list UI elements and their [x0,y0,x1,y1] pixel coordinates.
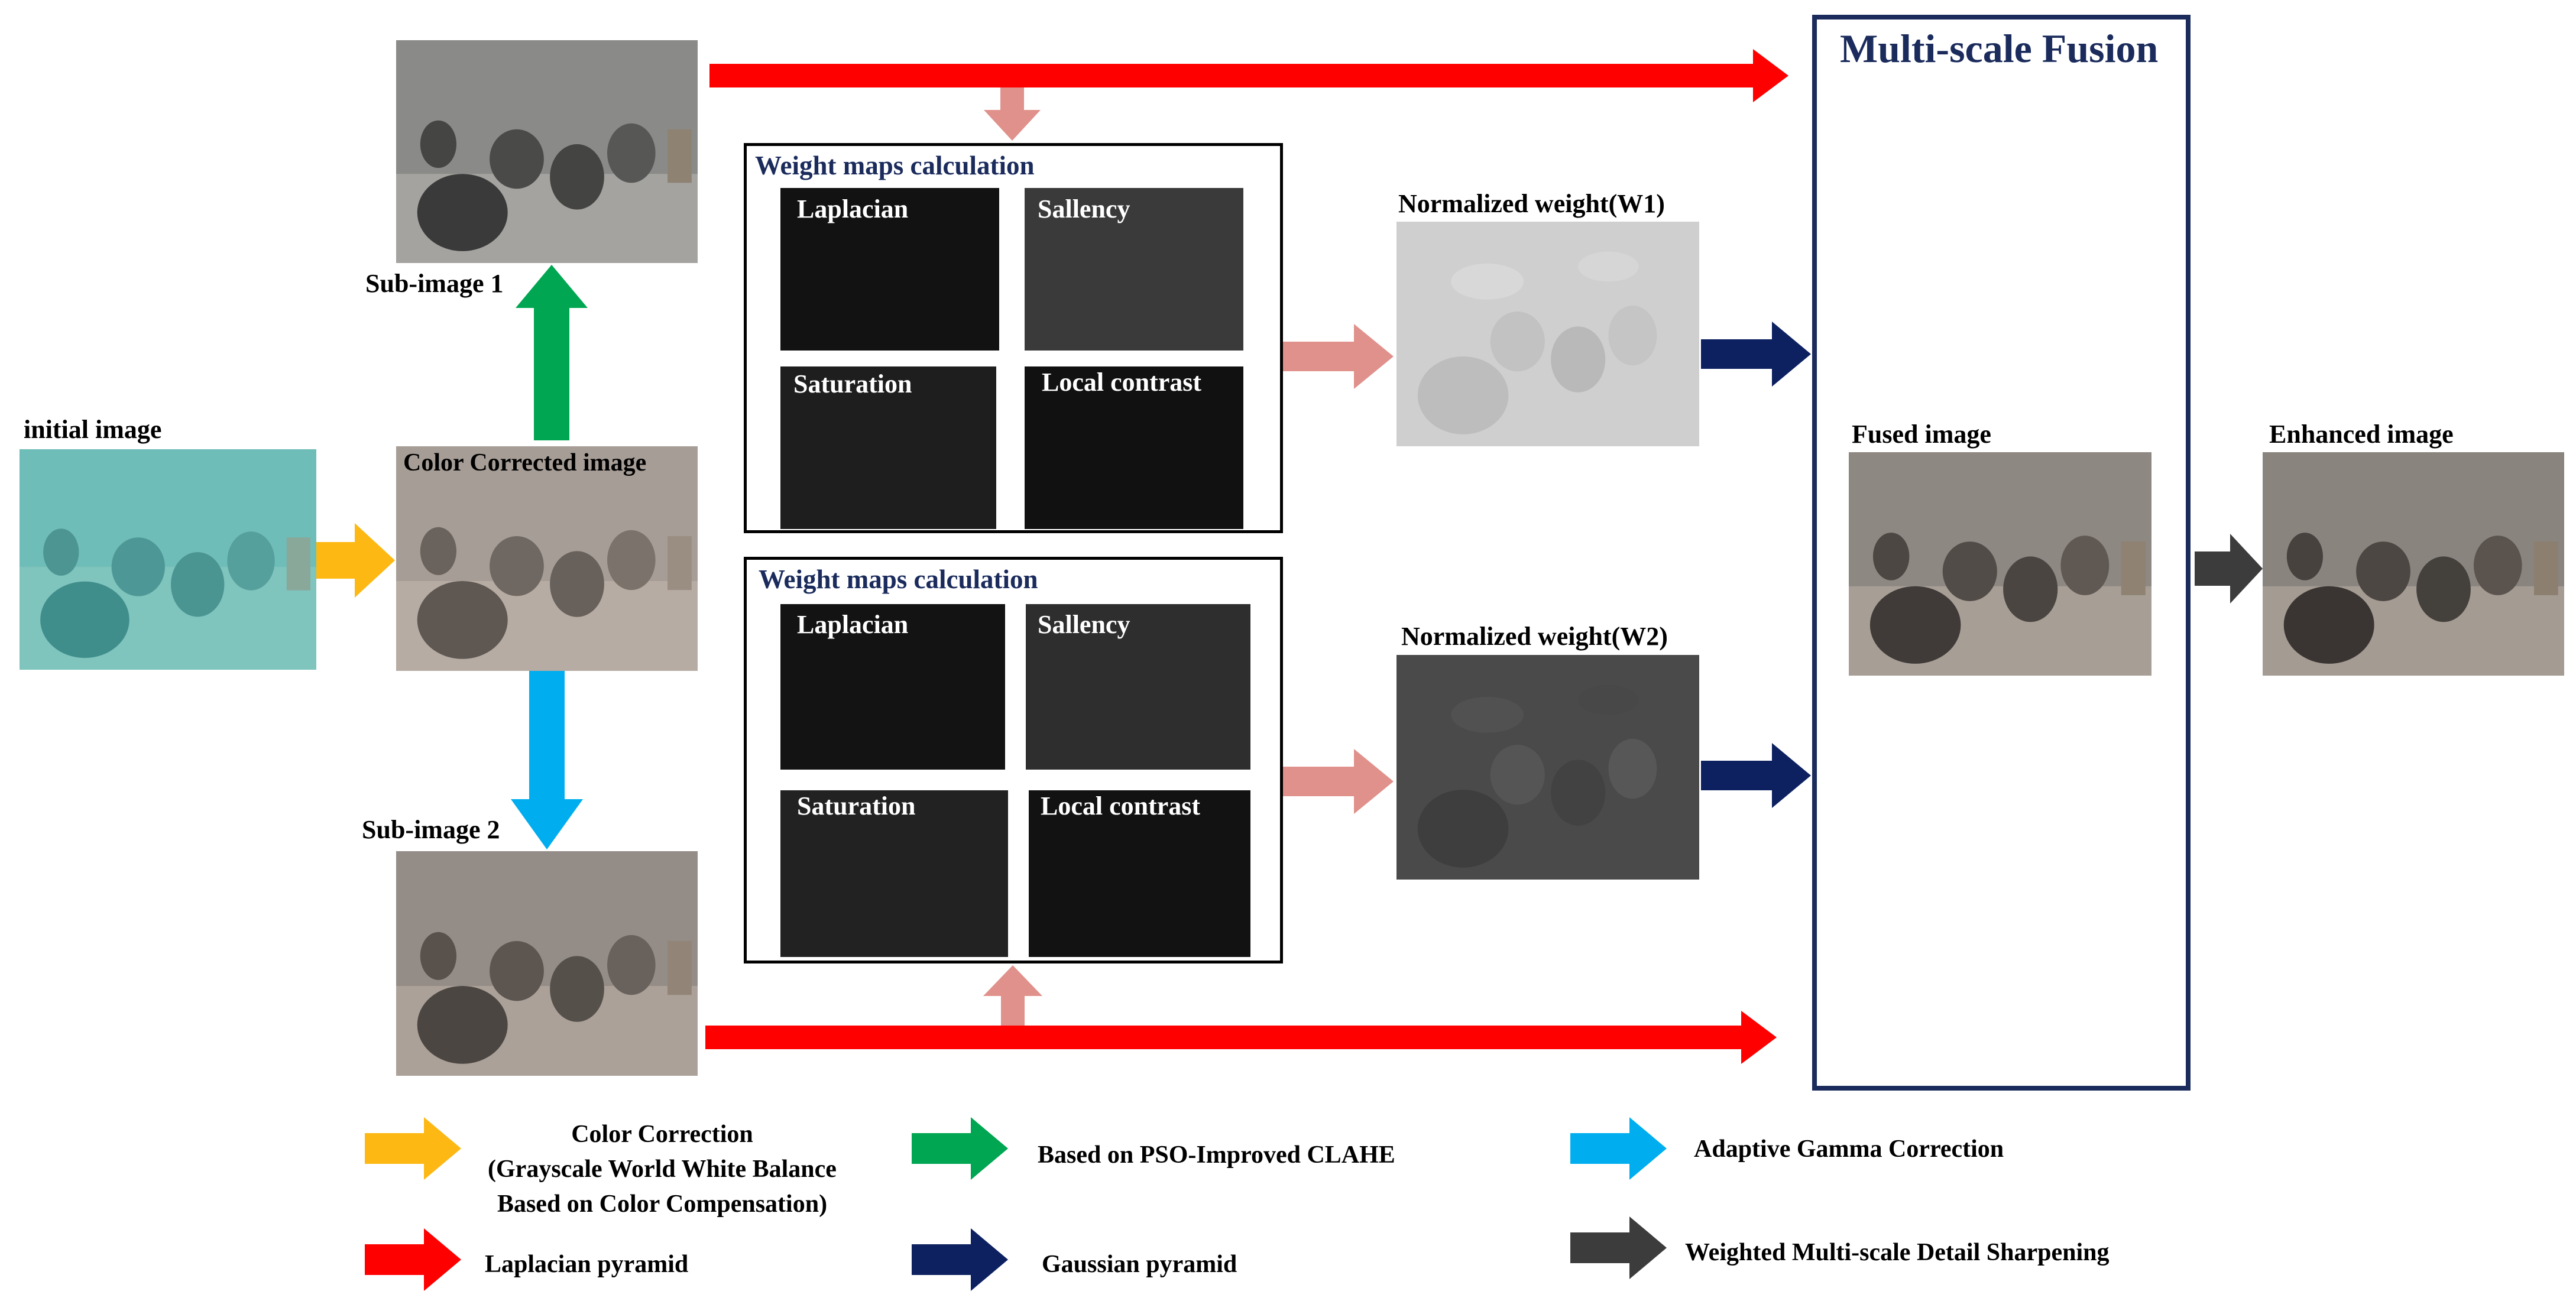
normalized-weight-w2-label: Normalized weight(W2) [1401,622,1668,651]
local-contrast-map-2 [1029,790,1250,957]
sub-image-1-label: Sub-image 1 [365,269,504,298]
legend-color-correction: Color Correction (Grayscale World White … [467,1117,857,1221]
legend-gray-arrow [1570,1216,1667,1279]
laplacian-label-2: Laplacian [797,610,909,639]
red-arrow-bottom [705,1011,1777,1064]
laplacian-label-1: Laplacian [797,194,909,223]
laplacian-map-2 [780,604,1005,770]
pink-arrow-w2 [1283,749,1394,814]
legend-clahe: Based on PSO-Improved CLAHE [1038,1141,1395,1169]
saliency-map-2 [1026,604,1250,770]
saliency-map-1 [1025,188,1243,351]
sub-image-1 [396,40,698,263]
enhanced-image [2263,452,2564,676]
legend-red-arrow [365,1228,461,1291]
normalized-weight-w1-image [1396,222,1699,446]
pink-arrow-down [984,87,1041,141]
weight-maps-title-1: Weight maps calculation [755,151,1035,180]
local-contrast-label-1: Local contrast [1042,368,1202,397]
gray-arrow-output [2195,534,2263,604]
laplacian-map-1 [780,188,999,351]
color-corrected-label: Color Corrected image [403,449,647,476]
legend-yellow-arrow [365,1117,461,1180]
local-contrast-label-2: Local contrast [1041,791,1201,820]
legend-gamma: Adaptive Gamma Correction [1694,1135,2004,1163]
saliency-label-2: Sallency [1038,610,1130,639]
legend-green-arrow [912,1117,1008,1180]
legend-color-correction-line-1: Color Correction [571,1121,753,1148]
sub-image-2 [396,851,698,1076]
legend-color-correction-line-3: Based on Color Compensation) [497,1190,828,1218]
saturation-map-2 [780,790,1008,957]
legend-gaussian-pyramid: Gaussian pyramid [1042,1251,1237,1278]
pink-arrow-w1 [1283,324,1394,389]
initial-image-label: initial image [24,415,162,444]
enhanced-image-label: Enhanced image [2269,420,2454,449]
blue-arrow [511,671,583,849]
local-contrast-map-1 [1025,366,1243,529]
normalized-weight-w2-image [1396,655,1699,880]
red-arrow-top [709,49,1788,102]
yellow-arrow [316,523,395,598]
saturation-label-2: Saturation [797,791,916,820]
initial-image [20,449,316,670]
navy-arrow-w1 [1701,322,1811,387]
saliency-label-1: Sallency [1038,194,1130,223]
legend-navy-arrow [912,1228,1008,1291]
weight-maps-title-2: Weight maps calculation [759,564,1038,594]
multi-scale-fusion-box [1812,15,2191,1091]
navy-arrow-w2 [1701,743,1811,808]
fused-image-label: Fused image [1852,420,1991,449]
weight-maps-box-2 [744,557,1283,963]
sub-image-2-label: Sub-image 2 [362,815,500,844]
legend-color-correction-line-2: (Grayscale World White Balance [488,1155,837,1183]
saturation-map-1 [780,366,996,529]
legend-blue-arrow [1570,1117,1667,1180]
fused-image [1849,452,2151,676]
green-arrow [516,265,588,440]
legend-laplacian-pyramid: Laplacian pyramid [485,1251,689,1278]
legend-sharpening: Weighted Multi-scale Detail Sharpening [1685,1239,2110,1266]
color-corrected-image [396,446,698,671]
multi-scale-fusion-title: Multi-scale Fusion [1840,26,2159,71]
weight-maps-box-1 [744,143,1283,533]
pink-arrow-up [983,965,1042,1026]
normalized-weight-w1-label: Normalized weight(W1) [1398,189,1665,218]
saturation-label-1: Saturation [793,369,912,398]
